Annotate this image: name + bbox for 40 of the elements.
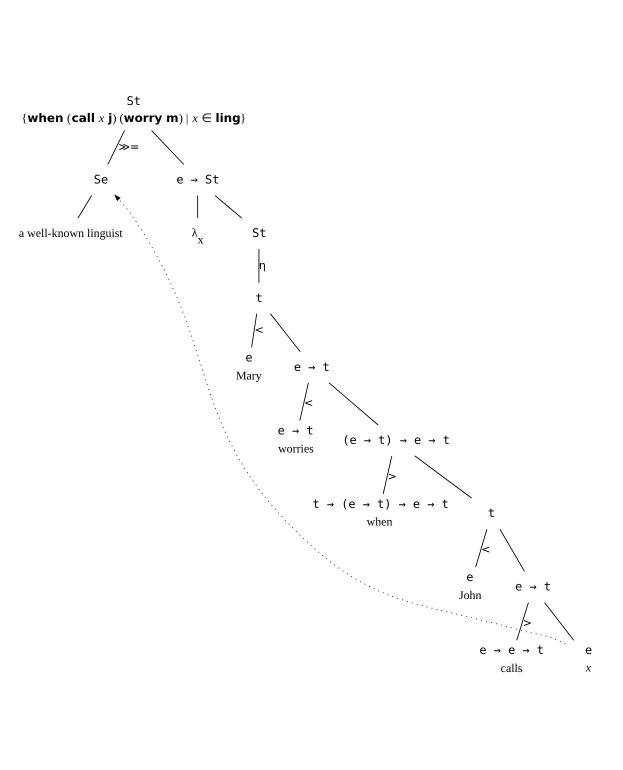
connector [475, 528, 488, 567]
node-text: e → t [515, 578, 551, 593]
connector [107, 130, 125, 164]
node-text: Se [94, 172, 108, 186]
edge-label: < [481, 542, 490, 556]
node-text: t [256, 290, 263, 304]
node-text: e Mary [236, 350, 262, 382]
connector [214, 194, 242, 218]
node-text: e → t worries [278, 423, 314, 455]
node-text: t → (e → t) → e → t when [312, 496, 449, 528]
node-text: e → St [176, 172, 220, 186]
edge-label: < [304, 396, 314, 410]
node-text: (e → t) → e → t [342, 432, 450, 446]
edge-label: > [522, 616, 532, 629]
node-text: e → e → t calls [479, 642, 544, 675]
connector [151, 130, 184, 164]
connector [382, 455, 392, 494]
node-text: e x [584, 642, 592, 674]
node-text: e → t [294, 359, 330, 374]
connector [516, 602, 529, 640]
arrow [114, 194, 566, 644]
edge-label: > [387, 469, 397, 482]
connector [258, 248, 260, 283]
node-text: a well-known linguist [18, 226, 123, 240]
connector [414, 454, 472, 498]
connector [299, 382, 309, 421]
edge-label: < [254, 322, 264, 336]
connector [78, 194, 92, 218]
node-text: e John [458, 570, 482, 602]
connector [544, 602, 574, 640]
node-text: St {when (call x j) (worry m) | x ∈ ling} [21, 94, 246, 125]
connector [500, 528, 525, 572]
connector [251, 312, 258, 348]
edge-label: ≫= [118, 140, 140, 153]
connector [197, 194, 198, 218]
node-text: t [488, 506, 496, 520]
connector [328, 382, 379, 425]
node-text: St [252, 226, 266, 240]
edge-label: η [258, 258, 266, 272]
connector [270, 312, 301, 352]
